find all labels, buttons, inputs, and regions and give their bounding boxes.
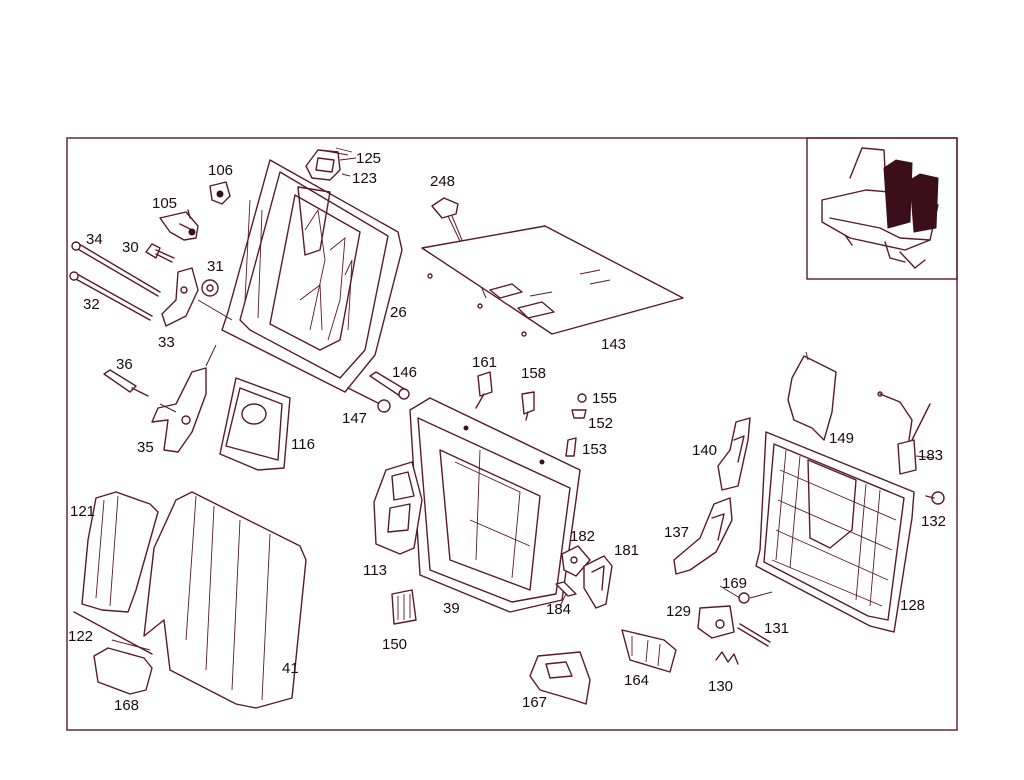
label-181: 181 (614, 542, 639, 559)
part-155-152-screws[interactable] (571, 393, 587, 419)
part-130-spring[interactable] (715, 651, 739, 665)
part-150-switch[interactable] (391, 589, 417, 625)
location-inset (806, 137, 958, 280)
part-106-clip[interactable] (209, 181, 231, 205)
part-161-fastener[interactable] (475, 371, 493, 409)
part-33-hinge-plate[interactable] (161, 267, 233, 327)
part-125-123-top-brackets[interactable] (305, 147, 353, 181)
label-41: 41 (282, 660, 299, 677)
label-106: 106 (208, 162, 233, 179)
label-33: 33 (158, 334, 175, 351)
part-132-screw[interactable] (925, 491, 945, 505)
label-35: 35 (137, 439, 154, 456)
leader-lines (111, 157, 935, 651)
label-131: 131 (764, 620, 789, 637)
part-164-bracket[interactable] (621, 629, 677, 673)
part-184-screw[interactable] (555, 581, 577, 597)
label-125: 125 (356, 150, 381, 167)
label-169: 169 (722, 575, 747, 592)
part-36-bolt[interactable] (103, 369, 149, 397)
label-26: 26 (390, 304, 407, 321)
label-137: 137 (664, 524, 689, 541)
part-31-nut[interactable] (201, 279, 219, 297)
label-182: 182 (570, 528, 595, 545)
label-130: 130 (708, 678, 733, 695)
label-121: 121 (70, 503, 95, 520)
part-121-seat-cushion[interactable] (81, 491, 159, 613)
label-122: 122 (68, 628, 93, 645)
label-153: 153 (582, 441, 607, 458)
part-167-cover[interactable] (529, 651, 591, 705)
label-123: 123 (352, 170, 377, 187)
part-39-seat-base-frame[interactable] (409, 397, 581, 613)
label-152: 152 (588, 415, 613, 432)
label-149: 149 (829, 430, 854, 447)
part-181-trim-cover[interactable] (583, 555, 613, 609)
label-116: 116 (291, 436, 315, 453)
label-161: 161 (472, 354, 497, 371)
part-158-fastener[interactable] (521, 391, 535, 421)
label-129: 129 (666, 603, 691, 620)
label-155: 155 (592, 390, 617, 407)
part-182-fastener[interactable] (561, 545, 591, 577)
label-113: 113 (363, 562, 387, 579)
part-147-bolt[interactable] (347, 387, 391, 413)
part-129-latch[interactable] (697, 605, 735, 639)
part-137-bracket[interactable] (673, 497, 733, 575)
part-labels: 26 30 31 32 33 34 35 36 39 41 105 106 11… (68, 150, 946, 714)
label-248: 248 (430, 173, 455, 190)
label-168: 168 (114, 697, 139, 714)
label-143: 143 (601, 336, 626, 353)
label-39: 39 (443, 600, 460, 617)
part-41-backrest-cushion[interactable] (143, 491, 307, 709)
part-149-cover-flap[interactable] (787, 351, 837, 441)
label-132: 132 (921, 513, 946, 530)
part-168-bolster[interactable] (93, 647, 153, 695)
part-143-panel[interactable] (421, 225, 684, 337)
label-183: 183 (918, 447, 943, 464)
part-105-bracket[interactable] (159, 209, 199, 241)
part-116-panel[interactable] (219, 377, 291, 471)
part-169-screw[interactable] (738, 591, 773, 604)
label-147: 147 (342, 410, 367, 427)
part-35-recliner-bracket[interactable] (151, 344, 217, 453)
label-34: 34 (86, 231, 103, 248)
label-36: 36 (116, 356, 133, 373)
part-26-backrest-frame[interactable] (221, 159, 403, 393)
label-31: 31 (207, 258, 224, 275)
label-32: 32 (83, 296, 100, 313)
part-183-harness[interactable] (877, 391, 931, 475)
label-105: 105 (152, 195, 177, 212)
part-113-side-bracket[interactable] (373, 461, 423, 555)
part-32-bolt[interactable] (69, 271, 153, 321)
label-150: 150 (382, 636, 407, 653)
part-131-rod[interactable] (737, 623, 771, 647)
part-128-backrest-shell[interactable] (755, 431, 915, 633)
part-34-bolt[interactable] (71, 241, 161, 297)
part-140-bracket[interactable] (717, 417, 751, 491)
label-184: 184 (546, 601, 571, 618)
label-164: 164 (624, 672, 649, 689)
label-128: 128 (900, 597, 925, 614)
label-158: 158 (521, 365, 546, 382)
label-146: 146 (392, 364, 417, 381)
part-146-bolt[interactable] (369, 371, 410, 400)
label-167: 167 (522, 694, 547, 711)
part-30-pin[interactable] (145, 243, 175, 263)
diagram-frame (66, 137, 958, 731)
label-30: 30 (122, 239, 139, 256)
seat-location-thumbnail (821, 147, 939, 269)
part-153-pin[interactable] (565, 437, 577, 457)
label-140: 140 (692, 442, 717, 459)
